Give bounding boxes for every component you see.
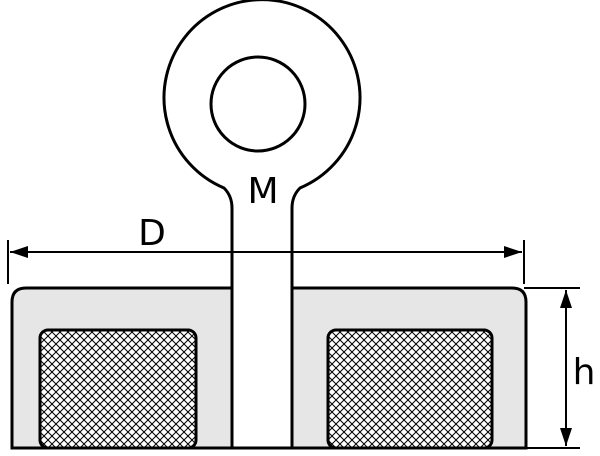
height-label: h [573, 352, 596, 393]
height-dimension [524, 287, 580, 449]
left-magnet-insert [38, 328, 198, 450]
eyebolt-hole [209, 55, 307, 153]
thread-label: M [247, 171, 278, 212]
diameter-dimension [7, 240, 525, 284]
right-magnet-insert [326, 328, 494, 450]
diameter-label: D [138, 213, 166, 254]
